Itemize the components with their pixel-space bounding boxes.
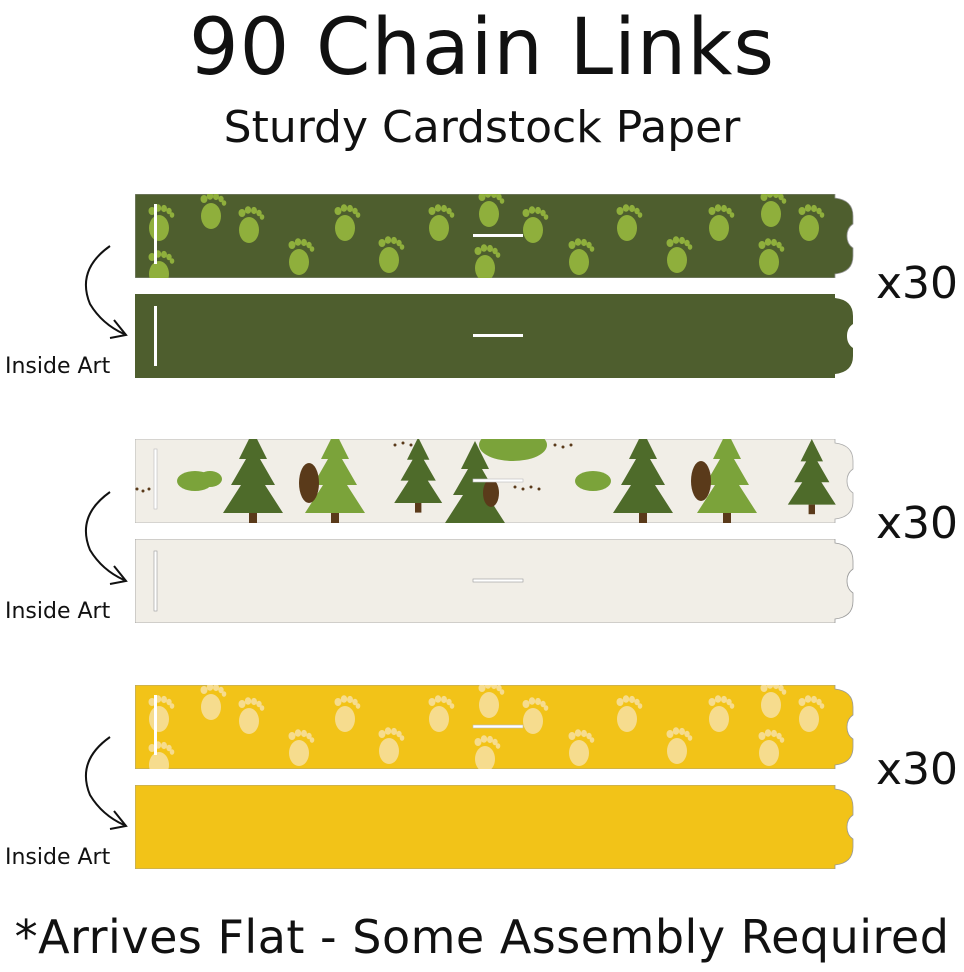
chain-link-outside-pine-trees — [135, 439, 854, 523]
chain-link-inside-cream — [135, 539, 854, 623]
quantity-label: x30 — [876, 744, 959, 795]
curved-arrow-icon — [85, 736, 128, 830]
curved-arrow-icon — [85, 491, 128, 585]
assembly-note: *Arrives Flat - Some Assembly Required — [14, 910, 950, 964]
chain-link-outside-yellow-footprints — [135, 685, 854, 769]
curved-arrow-icon — [85, 245, 128, 339]
quantity-label: x30 — [876, 258, 959, 309]
inside-art-label: Inside Art — [5, 599, 111, 624]
chain-link-outside-green-footprints — [135, 194, 854, 278]
chain-link-inside-green — [135, 294, 853, 378]
page-title: 90 Chain Links — [188, 3, 775, 93]
quantity-label: x30 — [876, 498, 959, 549]
inside-art-label: Inside Art — [5, 845, 111, 870]
inside-art-label: Inside Art — [5, 354, 111, 379]
chain-link-inside-yellow — [135, 785, 854, 869]
page-subtitle: Sturdy Cardstock Paper — [223, 102, 741, 153]
